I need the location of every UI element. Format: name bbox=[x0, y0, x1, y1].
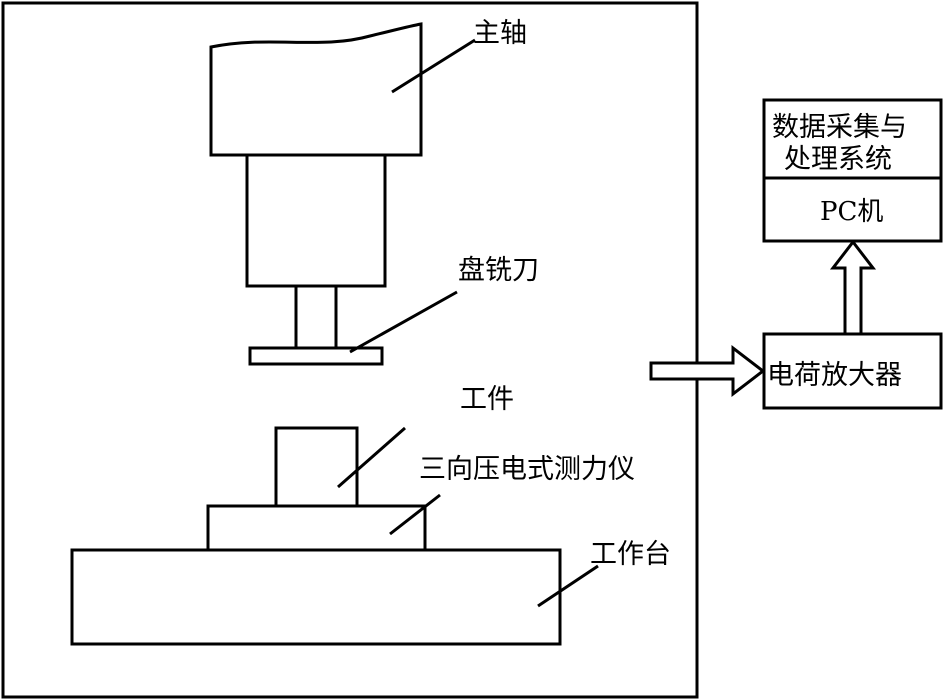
spindle-head bbox=[209, 22, 423, 157]
signal-arrow-right bbox=[649, 344, 766, 398]
label-pc: PC机 bbox=[820, 197, 883, 227]
label-spindle: 主轴 bbox=[473, 18, 527, 49]
label-milling-cutter: 盘铣刀 bbox=[458, 255, 539, 286]
spindle-body bbox=[245, 153, 387, 288]
leader-line-cutter bbox=[349, 290, 458, 354]
label-workpiece: 工件 bbox=[460, 384, 514, 415]
dynamometer bbox=[206, 504, 427, 552]
pc-system-box bbox=[762, 98, 943, 243]
leader-line-workpiece bbox=[337, 426, 406, 489]
charge-amplifier-box bbox=[762, 332, 943, 410]
label-charge-amplifier: 电荷放大器 bbox=[767, 360, 902, 391]
signal-arrow-up bbox=[829, 239, 877, 336]
worktable bbox=[70, 548, 562, 646]
label-pc-system-line2: 处理系统 bbox=[784, 144, 892, 175]
leader-line-worktable bbox=[537, 564, 599, 608]
cutter-arbor bbox=[294, 284, 338, 350]
leader-line-spindle bbox=[391, 38, 476, 94]
leader-line-dynamometer bbox=[389, 493, 441, 536]
label-worktable: 工作台 bbox=[590, 539, 671, 570]
workpiece bbox=[274, 426, 359, 508]
label-pc-system-line1: 数据采集与 bbox=[772, 112, 907, 143]
disc-milling-cutter bbox=[248, 346, 384, 366]
label-dynamometer: 三向压电式测力仪 bbox=[419, 454, 635, 485]
